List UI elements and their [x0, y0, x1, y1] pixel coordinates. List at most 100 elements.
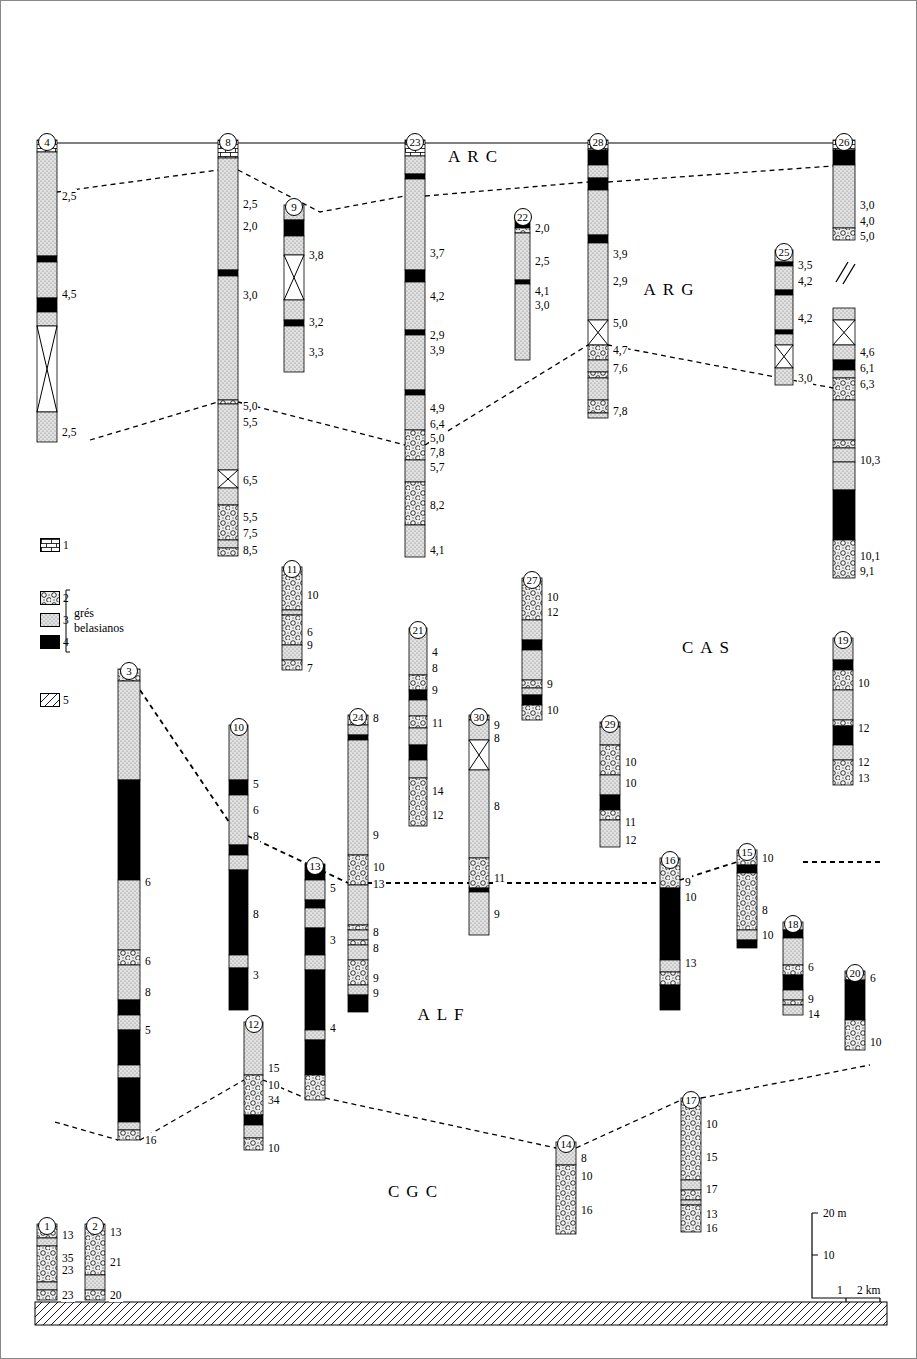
lithology-bed	[833, 320, 855, 345]
lithology-bed	[409, 675, 427, 690]
measurement-value: 2,5	[242, 197, 258, 211]
measurement-value: 4,5	[61, 287, 77, 301]
lithology-bed	[522, 680, 542, 688]
lithology-bed	[681, 1098, 701, 1180]
lithology-bed	[118, 780, 140, 880]
measurement-value: 10	[580, 1169, 594, 1183]
section-number: 14	[557, 1135, 575, 1153]
lithology-bed	[37, 262, 57, 298]
measurement-value: 10,3	[859, 453, 881, 467]
lithology-bed	[775, 334, 793, 345]
measurement-value: 10	[869, 1035, 883, 1049]
lithology-bed	[783, 990, 803, 1000]
lithology-bed	[118, 1130, 140, 1140]
measurement-value: 10	[705, 1117, 719, 1131]
lithology-bed	[833, 720, 853, 726]
section-number: 25	[775, 243, 793, 261]
measurement-value: 4	[431, 645, 439, 659]
lithology-bed	[588, 150, 608, 165]
lithology-bed	[469, 888, 489, 892]
section-number-text: 19	[838, 635, 849, 646]
measurement-value: 9	[431, 683, 439, 697]
measurement-value: 9,1	[859, 564, 875, 578]
legend-pattern	[41, 592, 60, 605]
lithology-bed	[348, 930, 368, 940]
lithology-bed	[833, 690, 853, 720]
measurement-value: 13	[372, 877, 386, 891]
measurement-value: 6,1	[859, 361, 875, 375]
measurement-value: 2,5	[61, 425, 77, 439]
section-number-text: 3	[126, 666, 132, 677]
lithology-bed	[681, 1200, 701, 1205]
measurement-value: 13	[61, 1228, 75, 1242]
lithology-bed	[118, 1000, 140, 1015]
section-number: 20	[846, 964, 864, 982]
lithology-bed	[409, 745, 427, 760]
lithology-bed	[218, 276, 238, 400]
measurement-value: 3,9	[429, 343, 445, 357]
legend-pattern-fill	[41, 592, 60, 605]
section-number-text: 12	[248, 1019, 259, 1030]
lithology-bed	[588, 243, 608, 320]
lithology-bed	[348, 885, 368, 925]
lithology-bed	[282, 660, 302, 670]
lithology-bed	[244, 1115, 263, 1125]
lithology-bed	[229, 845, 248, 855]
measurement-value: 10	[267, 1141, 281, 1155]
lithology-bed	[118, 681, 140, 780]
lithology-bed	[218, 470, 238, 488]
lithology-bed	[681, 1190, 701, 1200]
section-number: 9	[285, 198, 303, 216]
lithology-bed	[405, 330, 425, 335]
measurement-value: 9	[493, 907, 501, 921]
gap-symbol	[775, 345, 793, 368]
measurement-value: 16	[580, 1203, 594, 1217]
section-number-text: 11	[287, 564, 298, 575]
lithology-bed	[515, 280, 530, 284]
lithology-bed	[469, 740, 489, 770]
lithology-bed	[600, 810, 620, 820]
measurement-value: 8	[372, 711, 380, 725]
section-number-text: 27	[527, 575, 538, 586]
lithology-bed	[37, 326, 57, 412]
measurement-value: 10	[306, 588, 320, 602]
measurement-value: 3,5	[797, 258, 813, 272]
lithology-bed	[775, 262, 793, 266]
section-number: 23	[406, 133, 424, 151]
lithology-bed	[229, 870, 248, 955]
measurement-value: 4,2	[797, 311, 813, 325]
lithology-bed	[783, 1000, 803, 1005]
legend-number: 2	[63, 591, 69, 605]
lithology-bed	[775, 290, 793, 295]
measurement-value: 6	[144, 954, 152, 968]
lithology-bed	[405, 460, 425, 482]
lithology-bed	[833, 745, 853, 760]
measurement-value: 15	[267, 1061, 281, 1075]
lithology-bed	[845, 980, 865, 1020]
lithology-bed	[833, 345, 855, 360]
measurement-value: 12	[857, 755, 871, 769]
measurement-value: 10	[372, 860, 386, 874]
lithology-bed	[118, 1030, 140, 1065]
measurement-value: 20	[109, 1288, 123, 1302]
measurement-value: 34	[267, 1093, 281, 1107]
measurement-value: 11	[624, 815, 637, 829]
lithology-bed	[37, 412, 57, 442]
lithology-bed	[405, 482, 425, 525]
scale-label: 10	[822, 1248, 836, 1262]
measurement-value: 4,1	[534, 284, 550, 298]
basement-band	[35, 1302, 887, 1325]
measurement-value: 4,2	[797, 274, 813, 288]
lithology-bed	[348, 725, 368, 735]
measurement-value: 8,2	[429, 498, 445, 512]
lithology-bed	[218, 505, 238, 540]
measurement-value: 13	[109, 1225, 123, 1239]
legend-swatch	[40, 613, 60, 627]
lithology-bed	[833, 378, 855, 400]
measurement-value: 4	[329, 1021, 337, 1035]
lithology-bed	[118, 1078, 140, 1122]
lithology-bed	[833, 400, 855, 440]
lithology-bed	[405, 179, 425, 270]
gap-symbol	[218, 470, 238, 488]
